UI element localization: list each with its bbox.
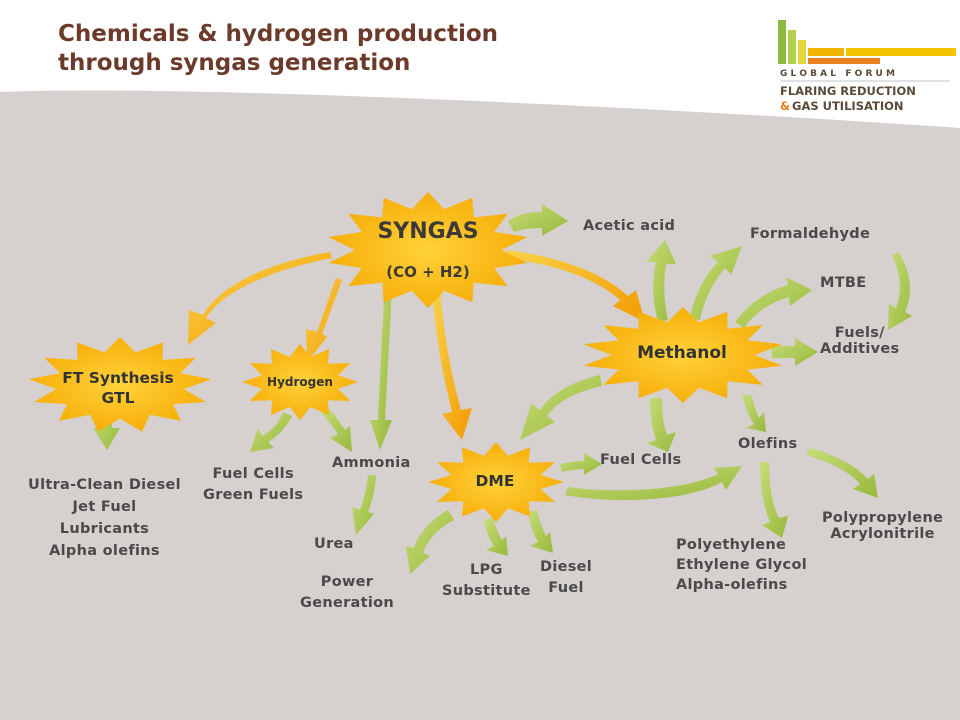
logo-flaring-text: FLARING REDUCTION xyxy=(780,84,916,98)
fuels-line-1: Fuels/ xyxy=(834,325,885,341)
ft-product-2: Jet Fuel xyxy=(72,499,137,515)
arrow-olefins-to-polyethylene xyxy=(760,462,788,538)
ft-product-3: Lubricants xyxy=(59,521,150,537)
fuels-line-2: Additives xyxy=(820,341,900,357)
hydrogen-label: Hydrogen xyxy=(267,375,333,389)
arrow-methanol-to-dme xyxy=(520,375,602,440)
diesel-fuel-label: Diesel Fuel xyxy=(540,557,592,599)
arrow-methanol-to-fuelcells xyxy=(647,398,676,452)
logo-amp-text: & xyxy=(780,99,790,113)
methanol-fuel-cells-label: Fuel Cells xyxy=(600,452,682,468)
logo-mark xyxy=(778,20,956,64)
title-line-2: through syngas generation xyxy=(58,50,411,76)
arrow-methanol-to-formaldehyde xyxy=(690,246,742,320)
methanol-burst xyxy=(583,307,783,403)
urea-label: Urea xyxy=(314,536,354,552)
ft-synthesis-label: FT Synthesis GTL xyxy=(58,368,178,408)
hydrogen-product-2: Green Fuels xyxy=(203,487,304,503)
polyethylene-label: Polyethylene Ethylene Glycol Alpha-olefi… xyxy=(676,535,807,595)
lpg-line-1: LPG xyxy=(470,562,503,578)
arrow-ammonia-to-urea xyxy=(352,475,376,535)
green-arrows xyxy=(93,204,912,574)
arrow-syngas-to-ammonia xyxy=(370,285,392,450)
arrow-olefins-to-polypropylene xyxy=(806,448,878,498)
arrow-hydrogen-to-ammonia xyxy=(320,408,352,452)
arrow-syngas-to-methanol xyxy=(505,250,645,322)
arrow-methanol-to-acetic xyxy=(646,240,676,322)
syngas-burst xyxy=(328,192,528,308)
orange-arrows xyxy=(188,250,645,440)
arrow-ft-to-products xyxy=(93,410,120,450)
lpg-substitute-label: LPG Substitute xyxy=(442,560,531,602)
mtbe-label: MTBE xyxy=(820,275,867,291)
ammonia-label: Ammonia xyxy=(332,455,411,471)
ft-product-1: Ultra-Clean Diesel xyxy=(28,477,181,493)
arrow-dme-to-fuelcells xyxy=(560,453,602,475)
arrow-hydrogen-to-fuelcells xyxy=(250,412,292,452)
bursts xyxy=(28,192,783,522)
ft-line-2: GTL xyxy=(101,389,135,407)
syngas-formula: (CO + H2) xyxy=(386,263,470,281)
olefins-label: Olefins xyxy=(738,436,798,452)
diesel-line-2: Fuel xyxy=(548,580,584,596)
fuels-additives-label: Fuels/ Additives xyxy=(820,325,899,357)
background-panel xyxy=(0,90,960,720)
page-title: Chemicals & hydrogen production through … xyxy=(58,20,498,78)
arrow-syngas-to-dme xyxy=(432,290,472,440)
arrow-methanol-to-olefins xyxy=(742,395,766,432)
formaldehyde-label: Formaldehyde xyxy=(750,226,871,242)
power-line-2: Generation xyxy=(300,595,395,611)
arrow-formaldehyde-to-fuels xyxy=(888,252,912,330)
polypropylene-label: Polypropylene Acrylonitrile xyxy=(822,510,943,542)
power-generation-label: Power Generation xyxy=(300,572,394,614)
title-line-1: Chemicals & hydrogen production xyxy=(58,21,499,47)
arrow-dme-to-lpg xyxy=(484,518,508,556)
logo-forum-text: G L O B A L F O R U M xyxy=(780,69,895,79)
syngas-title: SYNGAS xyxy=(377,219,479,244)
polyethylene-line-2: Ethylene Glycol xyxy=(676,557,807,573)
arrow-dme-to-diesel xyxy=(528,510,553,553)
diesel-line-1: Diesel xyxy=(540,559,593,575)
ft-products-label: Ultra-Clean Diesel Jet Fuel Lubricants A… xyxy=(28,474,181,562)
polypropylene-line-1: Polypropylene xyxy=(822,510,944,526)
hydrogen-product-1: Fuel Cells xyxy=(212,466,294,482)
arrow-methanol-to-mtbe xyxy=(735,277,812,328)
polypropylene-line-2: Acrylonitrile xyxy=(830,526,935,542)
power-line-1: Power xyxy=(320,574,374,590)
logo-gas-text: GAS UTILISATION xyxy=(792,99,904,113)
global-forum-logo: G L O B A L F O R U M FLARING REDUCTION … xyxy=(778,20,956,113)
arrow-syngas-to-acetic xyxy=(508,204,568,236)
ft-synthesis-burst xyxy=(28,337,212,432)
arrow-syngas-to-ft xyxy=(188,252,332,345)
arrow-dme-to-olefins xyxy=(565,466,742,501)
dme-label: DME xyxy=(475,472,515,490)
polyethylene-line-3: Alpha-olefins xyxy=(676,577,788,593)
acetic-acid-label: Acetic acid xyxy=(583,218,676,234)
hydrogen-burst xyxy=(242,344,358,420)
methanol-label: Methanol xyxy=(637,343,727,363)
dme-burst xyxy=(428,442,564,522)
arrow-syngas-to-hydrogen xyxy=(306,278,342,362)
ft-line-1: FT Synthesis xyxy=(62,369,174,387)
polyethylene-line-1: Polyethylene xyxy=(676,537,787,553)
hydrogen-products-label: Fuel Cells Green Fuels xyxy=(203,464,303,506)
arrow-methanol-to-fuels xyxy=(772,338,818,366)
ft-product-4: Alpha olefins xyxy=(49,543,160,559)
lpg-line-2: Substitute xyxy=(442,583,531,599)
arrow-dme-to-power xyxy=(406,510,454,574)
